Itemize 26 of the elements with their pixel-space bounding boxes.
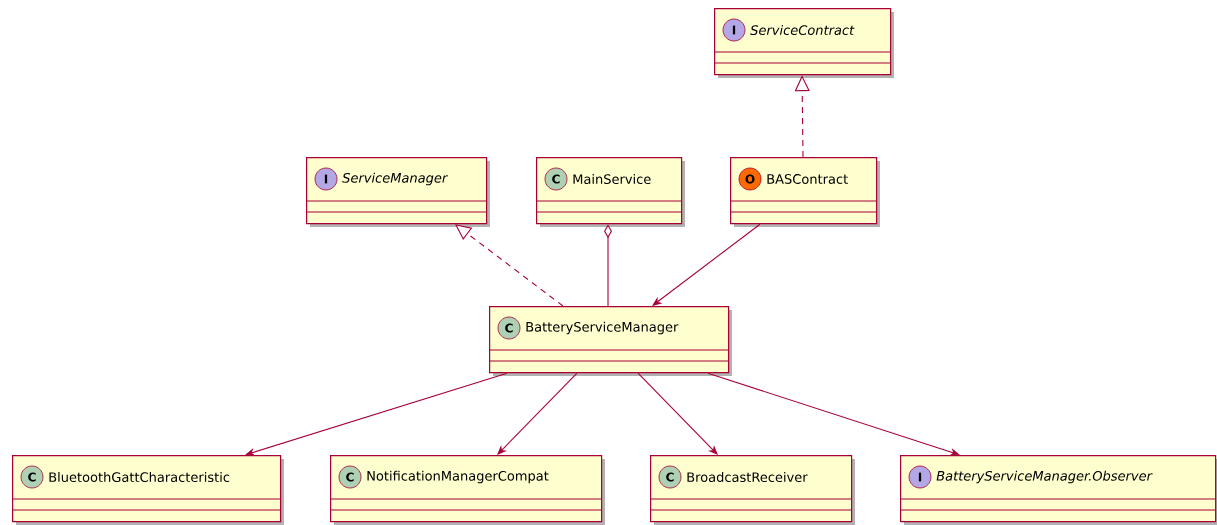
class-box xyxy=(729,157,880,227)
class-name: ServiceContract xyxy=(750,24,855,36)
class-box xyxy=(535,157,685,227)
class-name: ServiceManager xyxy=(342,172,448,186)
class-name: BatteryServiceManager xyxy=(526,321,679,335)
arrow xyxy=(455,224,564,307)
class-box xyxy=(329,455,605,525)
arrow xyxy=(707,372,960,456)
arrow xyxy=(604,224,612,307)
class-name: MainService xyxy=(573,173,651,185)
arrow xyxy=(497,372,578,455)
arrow xyxy=(637,372,718,455)
class-box xyxy=(305,157,490,227)
class-box xyxy=(11,455,284,525)
class-name: BASContract xyxy=(767,174,848,184)
class-name: BluetoothGattCharacteristic xyxy=(49,471,230,483)
arrow xyxy=(245,372,508,456)
class-name: BroadcastReceiver xyxy=(687,471,808,483)
class-box xyxy=(488,306,732,376)
class-box xyxy=(899,455,1217,525)
class-box xyxy=(649,455,855,525)
class-name: NotificationManagerCompat xyxy=(367,470,549,484)
class-name: BatteryServiceManager.Observer xyxy=(936,470,1153,484)
class-box xyxy=(713,8,894,78)
arrow xyxy=(652,223,761,306)
arrow xyxy=(794,75,810,158)
